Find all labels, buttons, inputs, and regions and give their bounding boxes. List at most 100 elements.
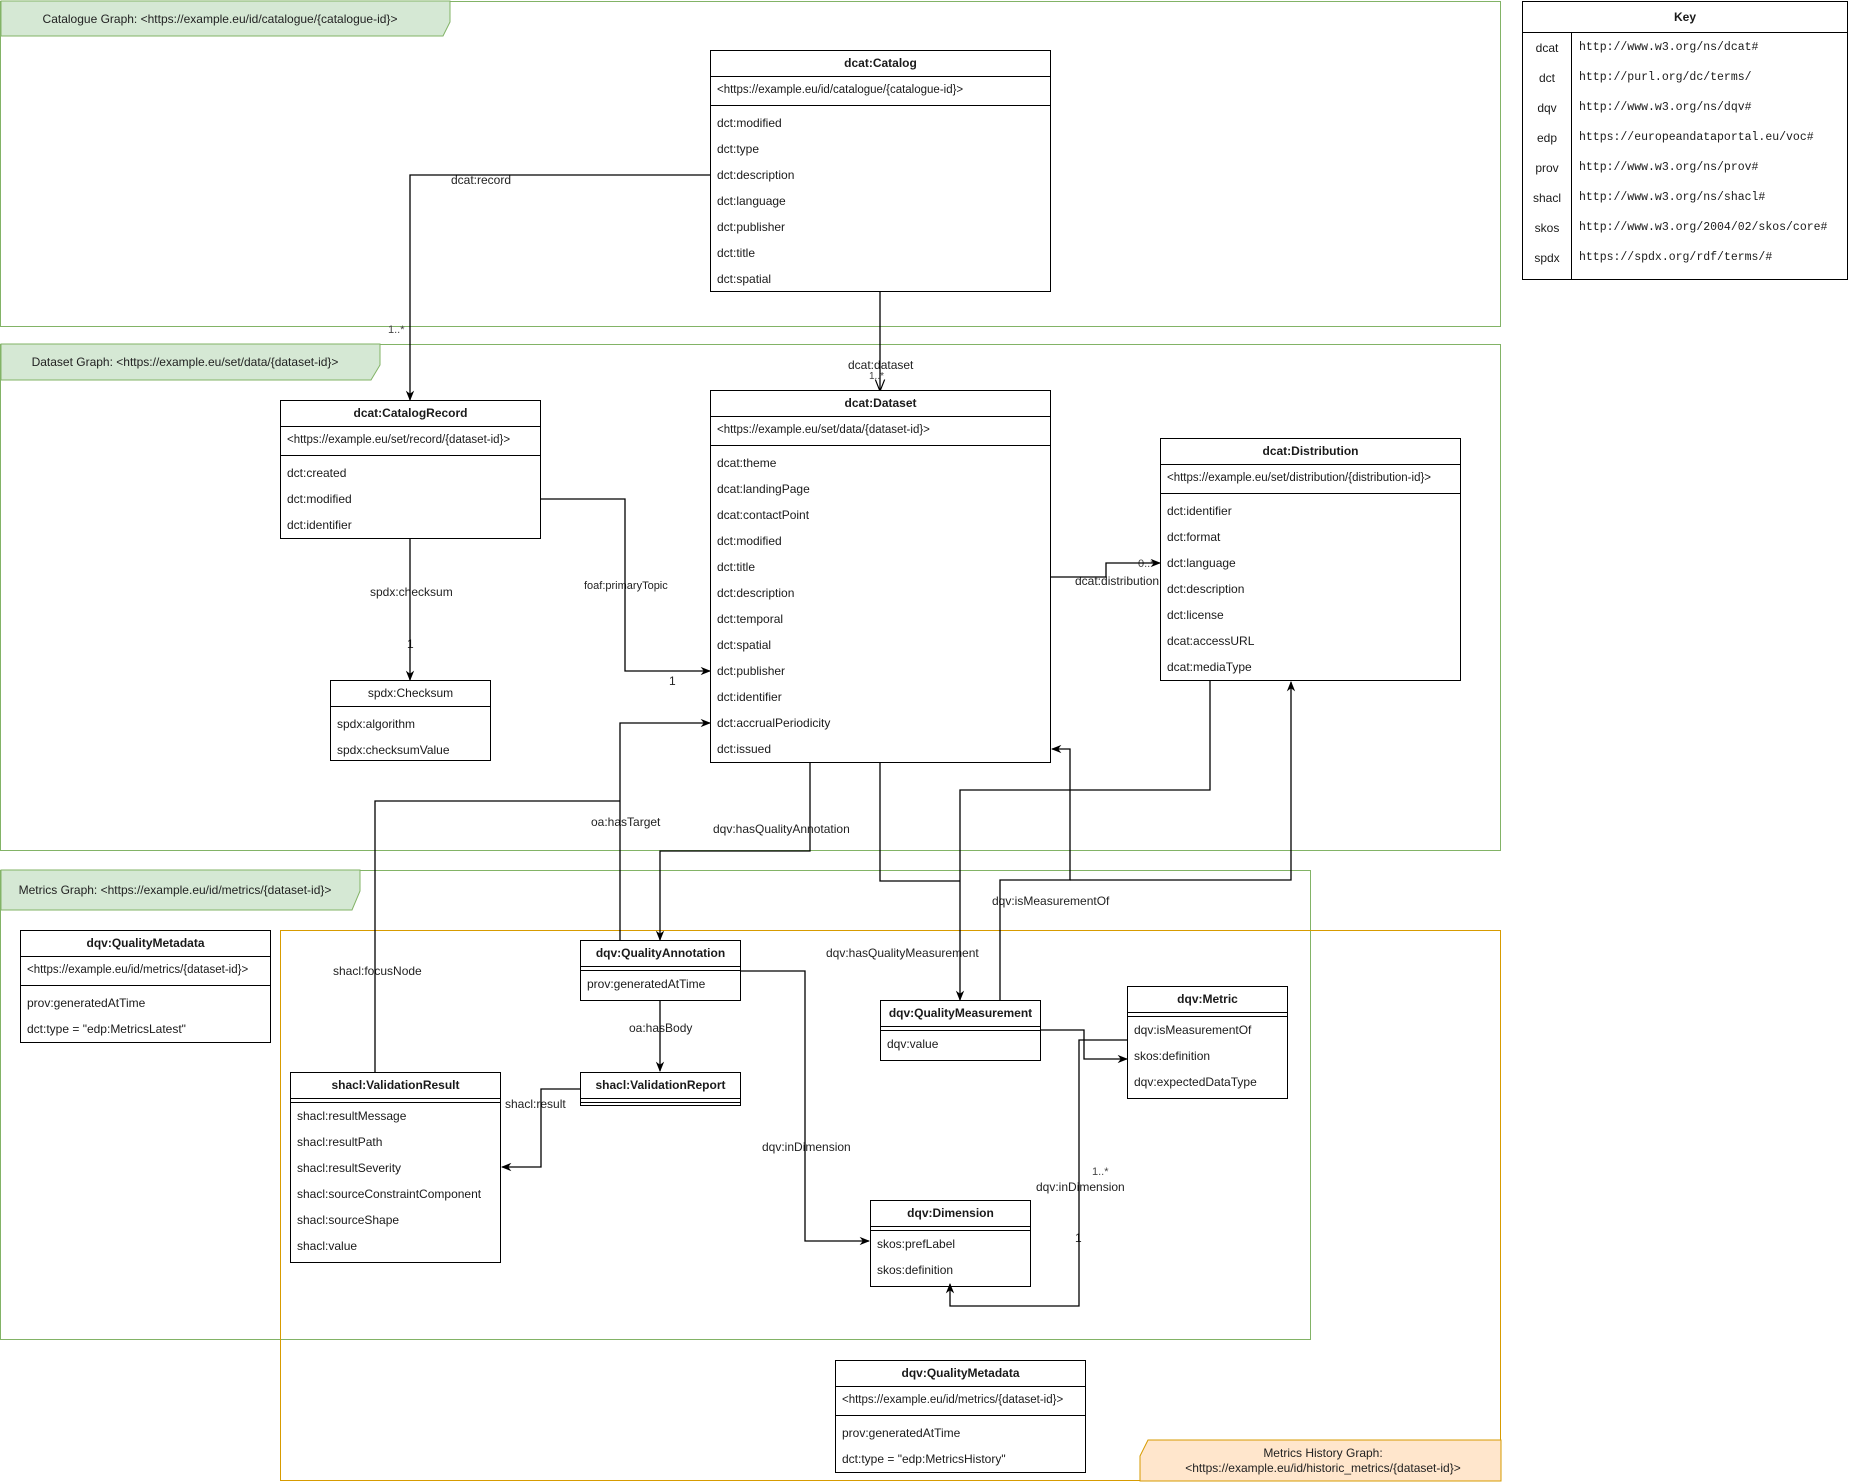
class-attribute: dqv:value — [887, 1037, 939, 1051]
class-divider — [881, 1027, 1040, 1031]
class-attributes: prov:generatedAtTime — [581, 971, 740, 997]
key-row: dcat http://www.w3.org/ns/dcat# — [1523, 33, 1847, 63]
class-attribute: skos:prefLabel — [877, 1237, 956, 1251]
edge-mult-checksum: 1 — [406, 637, 415, 651]
class-divider — [1128, 1013, 1287, 1017]
class-shacl-validation-report[interactable]: shacl:ValidationReport — [580, 1072, 741, 1106]
history-graph-label-line2: <https://example.eu/id/historic_metrics/… — [1185, 1461, 1461, 1475]
class-name: shacl:ValidationResult — [291, 1073, 500, 1099]
class-attribute: dct:identifier — [287, 518, 352, 532]
class-attribute: dcat:mediaType — [1167, 660, 1252, 674]
class-dcat-distribution[interactable]: dcat:Distribution <https://example.eu/se… — [1160, 438, 1461, 681]
class-attribute: dct:modified — [717, 534, 782, 548]
key-uri: http://purl.org/dc/terms/ — [1579, 71, 1752, 84]
dataset-graph-label: Dataset Graph: <https://example.eu/set/d… — [31, 354, 339, 369]
class-attribute: dct:type = "edp:MetricsHistory" — [842, 1452, 1006, 1466]
class-attribute: dct:identifier — [1167, 504, 1232, 518]
class-attribute: dct:title — [717, 560, 756, 574]
class-iri: <https://example.eu/set/distribution/{di… — [1161, 465, 1460, 494]
edge-label-in-dimension-annotation: dqv:inDimension — [761, 1140, 852, 1154]
key-prefix: skos — [1534, 221, 1560, 235]
class-attribute: dct:identifier — [717, 690, 782, 704]
edge-mult-in-dimension-src: 1..* — [1092, 1166, 1109, 1178]
class-name: dqv:QualityMetadata — [836, 1361, 1085, 1387]
class-name: spdx:Checksum — [331, 681, 490, 707]
key-uri: http://www.w3.org/ns/dcat# — [1579, 41, 1759, 54]
edge-label-result: shacl:result — [504, 1097, 567, 1111]
class-dqv-quality-measurement[interactable]: dqv:QualityMeasurement dqv:value — [880, 1000, 1041, 1061]
class-attribute: skos:definition — [877, 1263, 954, 1277]
class-name: dqv:QualityAnnotation — [581, 941, 740, 967]
class-attribute: dqv:isMeasurementOf — [1134, 1023, 1252, 1037]
class-attribute: spdx:algorithm — [337, 717, 416, 731]
key-prefix: dcat — [1535, 41, 1559, 55]
key-uri: http://www.w3.org/ns/shacl# — [1579, 191, 1766, 204]
class-attribute: dct:modified — [717, 116, 782, 130]
class-dqv-quality-metadata-history[interactable]: dqv:QualityMetadata <https://example.eu/… — [835, 1360, 1086, 1473]
class-attribute: dcat:theme — [717, 456, 777, 470]
class-attribute: dct:temporal — [717, 612, 784, 626]
class-dcat-catalog-record[interactable]: dcat:CatalogRecord <https://example.eu/s… — [280, 400, 541, 539]
class-attribute: dct:language — [717, 194, 786, 208]
class-name: dqv:QualityMetadata — [21, 931, 270, 957]
class-iri: <https://example.eu/set/data/{dataset-id… — [711, 417, 1050, 446]
metrics-history-graph-frame — [280, 930, 1501, 1481]
class-attributes: skos:prefLabel skos:definition — [871, 1231, 1030, 1283]
edge-label-checksum: spdx:checksum — [369, 585, 454, 599]
edge-label-is-measurement-of: dqv:isMeasurementOf — [991, 894, 1111, 908]
catalogue-graph-label: Catalogue Graph: <https://example.eu/id/… — [42, 11, 398, 26]
edge-mult-primary-topic: 1 — [669, 674, 676, 688]
class-attribute: skos:definition — [1134, 1049, 1211, 1063]
class-attributes: dqv:value — [881, 1031, 1040, 1057]
edge-mult-dataset: 1..* — [869, 371, 885, 382]
class-iri: <https://example.eu/set/record/{dataset-… — [281, 427, 540, 456]
edge-label-has-target: oa:hasTarget — [590, 815, 662, 829]
class-dqv-quality-annotation[interactable]: dqv:QualityAnnotation prov:generatedAtTi… — [580, 940, 741, 1001]
class-attribute: dcat:contactPoint — [717, 508, 810, 522]
class-attribute: dcat:accessURL — [1167, 634, 1255, 648]
class-attribute: dct:license — [1167, 608, 1224, 622]
key-prefix: prov — [1535, 161, 1559, 175]
class-attributes: spdx:algorithm spdx:checksumValue — [331, 707, 490, 763]
metrics-graph-label: Metrics Graph: <https://example.eu/id/me… — [18, 882, 332, 897]
class-attribute: dct:description — [1167, 582, 1245, 596]
class-attribute: spdx:checksumValue — [337, 743, 450, 757]
class-dqv-quality-metadata-latest[interactable]: dqv:QualityMetadata <https://example.eu/… — [20, 930, 271, 1043]
class-attribute: dct:publisher — [717, 664, 786, 678]
edge-mult-in-dimension-tgt: 1 — [1074, 1231, 1083, 1245]
edge-mult-record: 1..* — [388, 324, 405, 336]
class-attributes: dqv:isMeasurementOf skos:definition dqv:ex… — [1128, 1017, 1287, 1095]
edge-label-has-body: oa:hasBody — [628, 1021, 694, 1035]
class-attribute: dct:type — [717, 142, 760, 156]
class-attribute: dct:format — [1167, 530, 1221, 544]
class-name: dqv:Dimension — [871, 1201, 1030, 1227]
class-iri: <https://example.eu/id/catalogue/{catalo… — [711, 77, 1050, 106]
class-attribute: shacl:sourceConstraintComponent — [297, 1187, 482, 1201]
class-shacl-validation-result[interactable]: shacl:ValidationResult shacl:resultMessa… — [290, 1072, 501, 1263]
catalogue-graph-frame — [0, 1, 1501, 327]
class-attribute: dct:publisher — [717, 220, 786, 234]
class-dcat-dataset[interactable]: dcat:Dataset <https://example.eu/set/dat… — [710, 390, 1051, 763]
class-name: dcat:Catalog — [711, 51, 1050, 77]
class-attribute: dct:type = "edp:MetricsLatest" — [27, 1022, 186, 1036]
class-attribute: shacl:resultSeverity — [297, 1161, 402, 1175]
key-divider — [1571, 32, 1572, 279]
class-attribute: shacl:value — [297, 1239, 358, 1253]
class-dqv-dimension[interactable]: dqv:Dimension skos:prefLabel skos:definit… — [870, 1200, 1031, 1287]
class-iri: <https://example.eu/id/metrics/{dataset-… — [836, 1387, 1085, 1416]
class-attribute: dct:spatial — [717, 638, 772, 652]
class-attribute: dqv:expectedDataType — [1134, 1075, 1257, 1089]
class-dcat-catalog[interactable]: dcat:Catalog <https://example.eu/id/cata… — [710, 50, 1051, 292]
class-spdx-checksum[interactable]: spdx:Checksum spdx:algorithm spdx:checksu… — [330, 680, 491, 761]
